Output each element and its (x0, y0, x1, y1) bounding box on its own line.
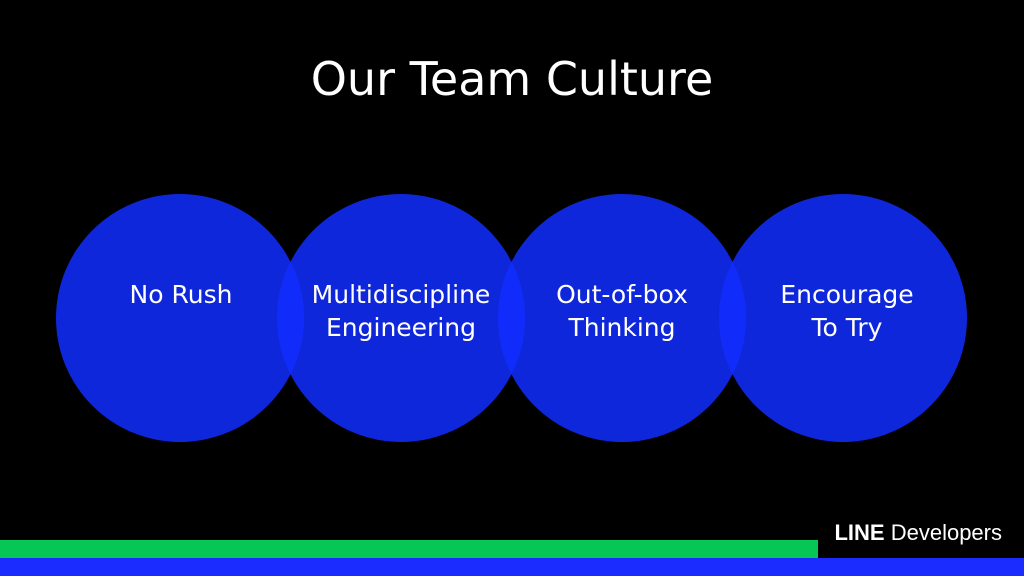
circle-encourage-to-try (719, 194, 967, 442)
circle-label-line: No Rush (129, 280, 233, 309)
circle-label-line: Out-of-box (556, 280, 688, 309)
circle-label-no-rush: No Rush (66, 278, 296, 311)
circle-label-line: Engineering (326, 313, 476, 342)
brand-line: LINE (834, 520, 885, 545)
circle-label-encourage-to-try: Encourage To Try (732, 278, 962, 344)
circle-out-of-box-thinking (498, 194, 746, 442)
circle-label-out-of-box-thinking: Out-of-box Thinking (507, 278, 737, 344)
brand-developers: Developers (890, 520, 1002, 545)
circle-label-line: To Try (811, 313, 883, 342)
circle-label-line: Encourage (780, 280, 914, 309)
circle-label-multidiscipline-engineering: Multidiscipline Engineering (286, 278, 516, 344)
slide-title: Our Team Culture (310, 52, 714, 106)
line-developers-logo: LINE Developers (834, 520, 1002, 546)
circle-no-rush (56, 194, 304, 442)
circle-label-line: Thinking (568, 313, 676, 342)
footer-green-bar (0, 540, 818, 558)
circle-label-line: Multidiscipline (311, 280, 491, 309)
footer-blue-bar (0, 558, 1024, 576)
circle-multidiscipline-engineering (277, 194, 525, 442)
